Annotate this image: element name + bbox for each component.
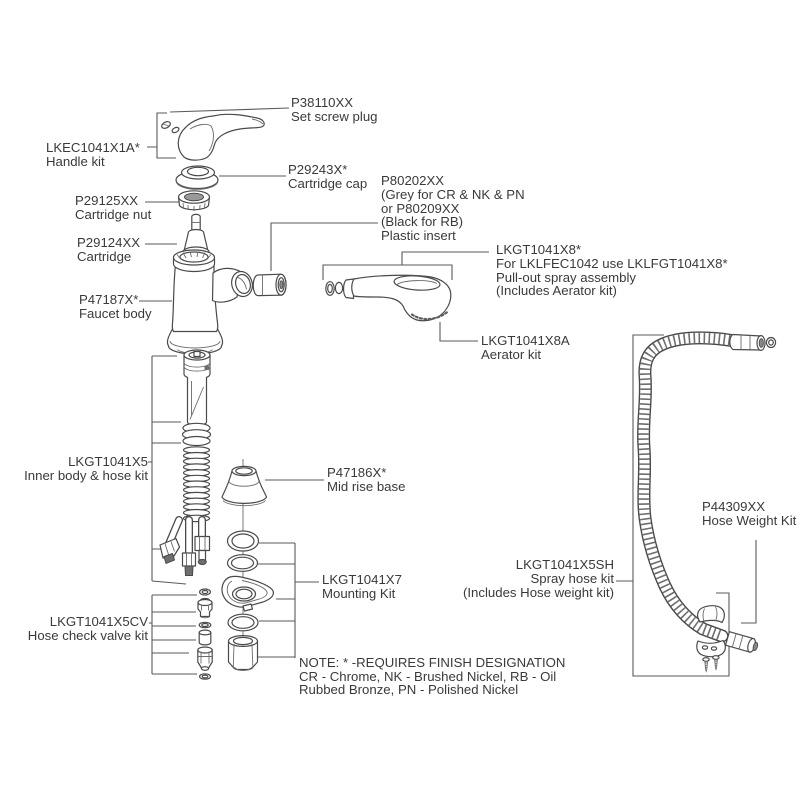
- part-includes: (Includes Hose weight kit): [463, 584, 614, 600]
- part-number: LKGT1041X8A: [481, 333, 570, 348]
- finish-designation-note: NOTE: * -REQUIRES FINISH DESIGNATION CR …: [299, 656, 565, 697]
- note-line: CR - Chrome, NK - Brushed Nickel, RB - O…: [299, 668, 557, 684]
- part-number: LKGT1041X5CV: [49, 614, 148, 629]
- part-name: Spray hose kit: [530, 570, 614, 586]
- part-name: Hose Weight Kit: [702, 512, 797, 528]
- part-name: Plastic insert: [381, 228, 456, 244]
- label-inner-body-hose-kit: LKGT1041X5 Inner body & hose kit: [24, 455, 148, 483]
- spray-head-drawing: [325, 274, 452, 322]
- part-name: Faucet body: [79, 305, 152, 321]
- hose-weight-drawing: [696, 605, 726, 673]
- cartridge-nut-drawing: [177, 190, 211, 211]
- faucet-body-drawing: [166, 249, 253, 355]
- part-number: P29243X*: [288, 162, 348, 177]
- part-number: P29125XX: [75, 193, 139, 208]
- part-name: Mounting Kit: [322, 585, 396, 601]
- part-number: LKGT1041X7: [322, 572, 402, 587]
- part-number: P47187X*: [79, 292, 139, 307]
- label-set-screw-plug: P38110XX Set screw plug: [291, 96, 378, 124]
- label-mid-rise-base: P47186X* Mid rise base: [327, 466, 405, 494]
- part-number: LKEC1041X1A*: [46, 140, 140, 155]
- part-name: Mid rise base: [327, 478, 406, 494]
- mounting-kit-drawing: [221, 530, 275, 671]
- cartridge-cap-drawing: [175, 165, 219, 190]
- label-handle-kit: LKEC1041X1A* Handle kit: [46, 141, 140, 169]
- handle-drawing: [177, 113, 265, 161]
- part-number: P44309XX: [702, 499, 766, 514]
- part-number: LKGT1041X8*: [496, 242, 582, 257]
- part-finish-line: (Grey for CR & NK & PN: [381, 186, 525, 202]
- label-hose-check-valve-kit: LKGT1041X5CV Hose check valve kit: [28, 615, 148, 643]
- plastic-insert-drawing: [252, 273, 287, 297]
- part-finish-line: (Black for RB): [381, 214, 464, 230]
- check-valve-kit-drawing: [197, 588, 213, 680]
- part-name: Hose check valve kit: [27, 627, 148, 643]
- label-mounting-kit: LKGT1041X7 Mounting Kit: [322, 573, 402, 601]
- part-number: P80202XX: [381, 173, 445, 188]
- part-name: Cartridge nut: [75, 206, 152, 222]
- label-spray-hose-kit: LKGT1041X5SH Spray hose kit (Includes Ho…: [463, 558, 614, 599]
- part-includes: (Includes Aerator kit): [496, 283, 617, 299]
- part-cross-reference: For LKLFEC1042 use LKLFGT1041X8*: [496, 255, 728, 271]
- part-name: Cartridge cap: [288, 175, 368, 191]
- label-cartridge-cap: P29243X* Cartridge cap: [288, 163, 367, 191]
- part-number: P29124XX: [77, 235, 141, 250]
- spray-hose-drawing: [637, 331, 777, 653]
- inner-body-drawing: [159, 349, 212, 576]
- label-pull-out-spray: LKGT1041X8* For LKLFEC1042 use LKLFGT104…: [496, 243, 728, 298]
- note-line: Rubbed Bronze, PN - Polished Nickel: [299, 682, 519, 698]
- part-name: Set screw plug: [291, 108, 378, 124]
- label-plastic-insert: P80202XX (Grey for CR & NK & PN or P8020…: [381, 174, 525, 243]
- part-name: Pull-out spray assembly: [496, 269, 636, 285]
- label-faucet-body: P47187X* Faucet body: [79, 293, 152, 321]
- part-number: LKGT1041X5: [68, 454, 148, 469]
- part-number: LKGT1041X5SH: [515, 557, 614, 572]
- part-alt-number: or P80209XX: [381, 200, 460, 216]
- label-cartridge: P29124XX Cartridge: [77, 236, 140, 264]
- mid-rise-base-drawing: [221, 465, 268, 507]
- label-hose-weight-kit: P44309XX Hose Weight Kit: [702, 500, 796, 528]
- part-name: Handle kit: [46, 153, 105, 169]
- part-name: Aerator kit: [481, 346, 542, 362]
- part-name: Cartridge: [77, 248, 132, 264]
- part-name: Inner body & hose kit: [24, 467, 148, 483]
- label-aerator-kit: LKGT1041X8A Aerator kit: [481, 334, 570, 362]
- part-number: P38110XX: [291, 95, 354, 110]
- note-line: NOTE: * -REQUIRES FINISH DESIGNATION: [299, 655, 566, 670]
- set-screw-drawing: [161, 121, 180, 134]
- label-cartridge-nut: P29125XX Cartridge nut: [75, 194, 151, 222]
- part-number: P47186X*: [327, 465, 387, 480]
